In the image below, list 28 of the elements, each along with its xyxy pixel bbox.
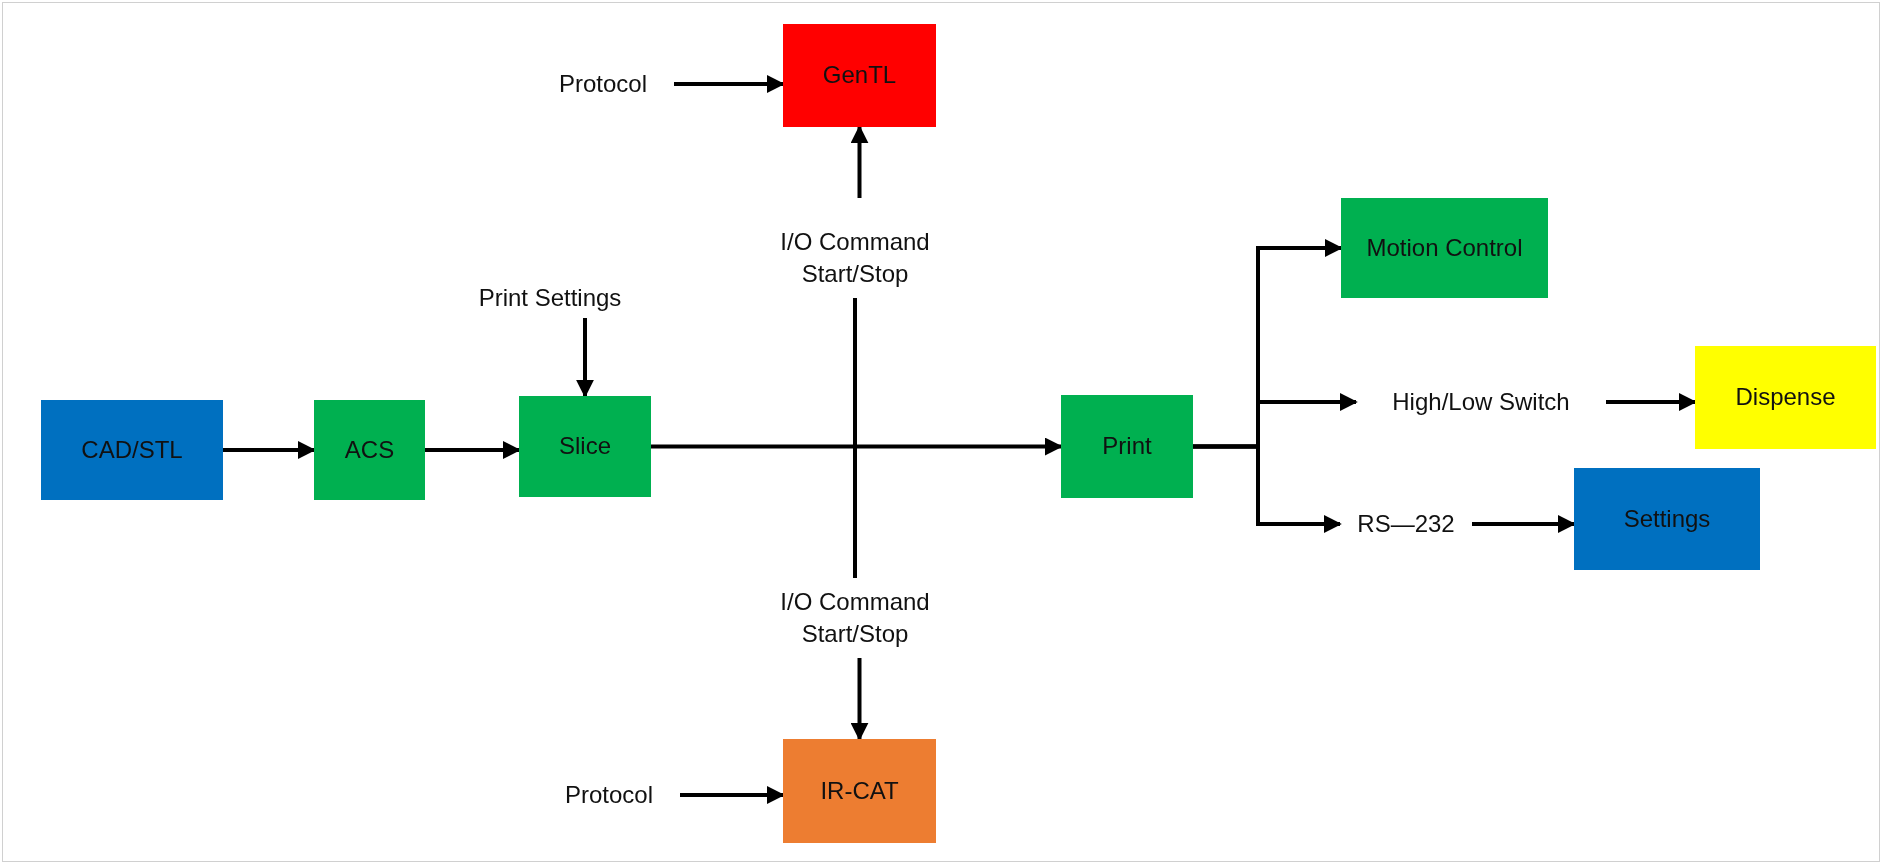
flow-label: I/O Command Start/Stop — [742, 220, 968, 296]
flow-label: Protocol — [540, 66, 666, 102]
process-box: CAD/STL — [41, 400, 223, 500]
arrow — [1472, 515, 1576, 533]
arrow — [1606, 393, 1697, 411]
process-box: ACS — [314, 400, 425, 500]
process-box: GenTL — [783, 24, 936, 127]
arrow — [223, 441, 316, 459]
arrow — [674, 75, 785, 93]
flow-label: I/O Command Start/Stop — [742, 580, 968, 656]
arrow — [680, 786, 785, 804]
arrow — [651, 437, 1063, 456]
flow-label: Print Settings — [455, 280, 645, 316]
flow-label: Protocol — [546, 777, 672, 813]
process-box: Slice — [519, 396, 651, 497]
process-box: Motion Control — [1341, 198, 1548, 298]
flow-label: High/Low Switch — [1364, 384, 1598, 420]
process-box: Settings — [1574, 468, 1760, 570]
process-box: Dispense — [1695, 346, 1876, 449]
process-box: Print — [1061, 395, 1193, 498]
arrow — [425, 441, 521, 459]
arrow — [576, 318, 594, 398]
process-box: IR-CAT — [783, 739, 936, 843]
arrow — [1193, 444, 1342, 533]
connector-line — [853, 298, 857, 578]
arrow — [850, 658, 869, 741]
flow-label: RS—232 — [1348, 506, 1464, 542]
arrow — [850, 125, 869, 198]
